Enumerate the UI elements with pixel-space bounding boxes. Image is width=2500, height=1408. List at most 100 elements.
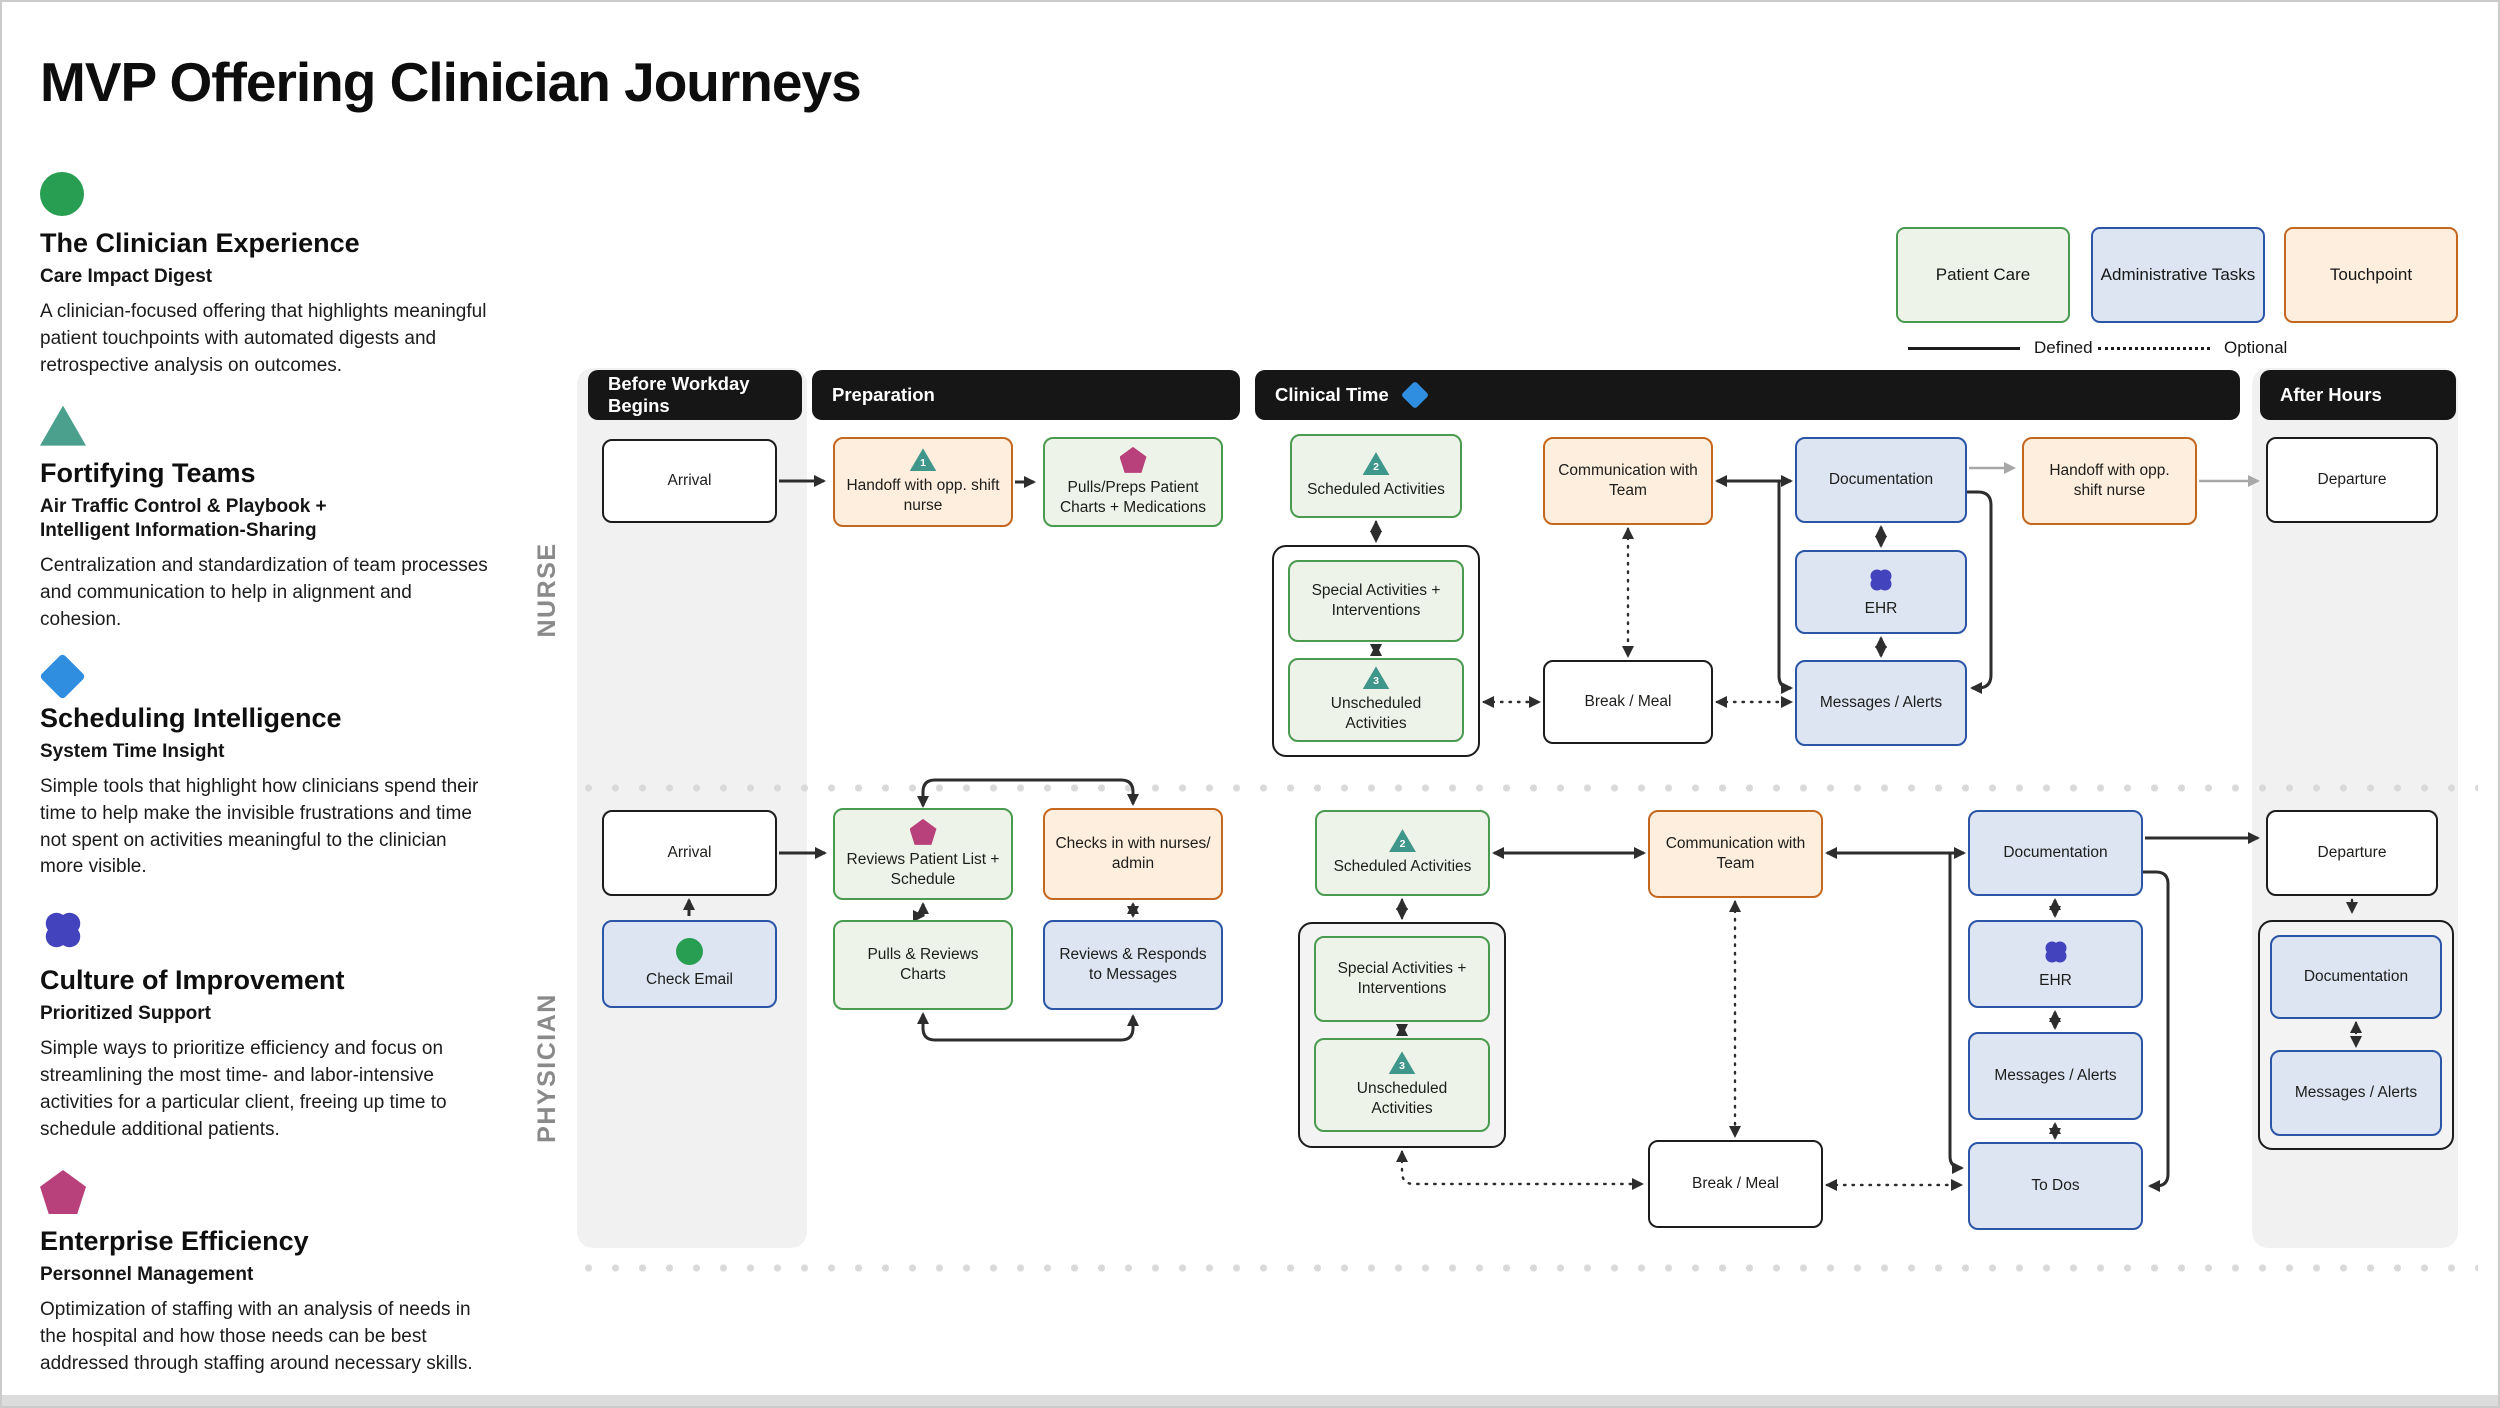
node-label: Pulls & Reviews Charts: [867, 946, 979, 983]
node-label: Reviews Patient List + Schedule: [846, 850, 1000, 888]
node-nurse-messages-alerts[interactable]: Messages / Alerts: [1795, 660, 1967, 746]
node-physician-reviews-list[interactable]: Reviews Patient List + Schedule: [833, 808, 1013, 900]
node-physician-check-email[interactable]: Check Email: [602, 920, 777, 1008]
node-label: Messages / Alerts: [1819, 694, 1943, 712]
bottom-scroll-strip[interactable]: [0, 1395, 2500, 1408]
icon-number: 1: [920, 457, 926, 469]
node-physician-break-meal[interactable]: Break / Meal: [1648, 1140, 1823, 1228]
connector-group-break: [1396, 1150, 1644, 1190]
node-physician-ah-documentation[interactable]: Documentation: [2270, 935, 2442, 1019]
node-label: Break / Meal: [1691, 1175, 1779, 1193]
legend-defined-label: Defined: [2034, 338, 2093, 357]
clover-icon: [1867, 566, 1895, 594]
node-nurse-break-meal[interactable]: Break / Meal: [1543, 660, 1713, 744]
page-title: MVP Offering Clinician Journeys: [40, 51, 862, 113]
phase-after-hours[interactable]: After Hours: [2260, 370, 2456, 420]
row-separator-dots: [575, 1263, 2478, 1273]
connector-doc-todos-right-loop: [2143, 870, 2170, 1192]
node-nurse-pulls-preps[interactable]: Pulls/Preps Patient Charts + Medications: [1043, 437, 1223, 527]
circle-icon: [676, 938, 703, 966]
offering-description: Centralization and standardization of te…: [40, 554, 488, 630]
offering-description: A clinician-focused offering that highli…: [40, 300, 487, 376]
node-physician-unscheduled-activities[interactable]: 3 Unscheduled Activities: [1314, 1038, 1490, 1132]
node-physician-messages-alerts[interactable]: Messages / Alerts: [1968, 1032, 2143, 1120]
node-physician-departure[interactable]: Departure: [2266, 810, 2438, 896]
phase-label: After Hours: [2280, 384, 2382, 405]
node-physician-ehr[interactable]: EHR: [1968, 920, 2143, 1008]
node-label: Special Activities + Interventions: [1311, 582, 1441, 619]
node-label: Arrival: [667, 844, 712, 862]
node-label: Documentation: [2003, 844, 2108, 862]
dotted-line-swatch: [2098, 346, 2210, 350]
icon-number: 3: [1399, 1060, 1405, 1072]
node-label: Break / Meal: [1584, 693, 1672, 711]
pentagon-icon: [1119, 446, 1147, 473]
node-nurse-handoff-after-hours[interactable]: Handoff with opp. shift nurse: [2022, 437, 2197, 525]
phase-label: Preparation: [832, 384, 935, 405]
offering-heading: Enterprise Efficiency: [40, 1226, 309, 1256]
node-physician-documentation[interactable]: Documentation: [1968, 810, 2143, 896]
node-nurse-arrival[interactable]: Arrival: [602, 439, 777, 523]
legend-administrative-tasks[interactable]: Administrative Tasks: [2091, 227, 2265, 323]
node-physician-arrival[interactable]: Arrival: [602, 810, 777, 896]
node-label: Departure: [2317, 844, 2387, 862]
node-label: Scheduled Activities: [1307, 481, 1445, 499]
phase-before-workday[interactable]: Before Workday Begins: [588, 370, 802, 420]
node-label: Communication with Team: [1558, 462, 1698, 499]
offering-culture-of-improvement: Culture of Improvement Prioritized Suppo…: [40, 907, 500, 1144]
triangle-icon: 2: [1362, 452, 1390, 476]
icon-number: 3: [1373, 675, 1379, 687]
row-separator-dots: [575, 783, 2478, 793]
node-nurse-handoff-prep[interactable]: 1 Handoff with opp. shift nurse: [833, 437, 1013, 527]
node-nurse-special-activities[interactable]: Special Activities + Interventions: [1288, 560, 1464, 642]
node-nurse-ehr[interactable]: EHR: [1795, 550, 1967, 634]
triangle-icon: 3: [1362, 666, 1390, 690]
node-label: Scheduled Activities: [1333, 858, 1472, 876]
node-label: To Dos: [2031, 1177, 2080, 1195]
node-physician-scheduled-activities[interactable]: 2 Scheduled Activities: [1315, 810, 1490, 896]
node-label: Handoff with opp. shift nurse: [846, 477, 1000, 514]
offering-subheading: Care Impact Digest: [40, 266, 213, 287]
legend-touchpoint[interactable]: Touchpoint: [2284, 227, 2458, 323]
solid-line-swatch: [1908, 346, 2020, 350]
legend-patient-care[interactable]: Patient Care: [1896, 227, 2070, 323]
triangle-icon: 1: [909, 448, 937, 472]
node-nurse-communication[interactable]: Communication with Team: [1543, 437, 1713, 525]
node-physician-special-activities[interactable]: Special Activities + Interventions: [1314, 936, 1490, 1022]
node-nurse-documentation[interactable]: Documentation: [1795, 437, 1967, 523]
node-physician-to-dos[interactable]: To Dos: [1968, 1142, 2143, 1230]
node-physician-responds-messages[interactable]: Reviews & Responds to Messages: [1043, 920, 1223, 1010]
legend-optional-label: Optional: [2224, 338, 2288, 357]
connector-pulls-responds-bottom: [917, 1012, 1139, 1042]
phase-clinical-time[interactable]: Clinical Time: [1255, 370, 2240, 420]
offering-scheduling-intelligence: Scheduling Intelligence System Time Insi…: [39, 653, 500, 882]
pentagon-icon: [909, 818, 937, 845]
offerings-sidebar: The Clinician Experience Care Impact Dig…: [39, 172, 500, 1404]
node-label: Documentation: [2303, 968, 2409, 986]
offering-description: Simple tools that highlight how clinicia…: [40, 775, 479, 878]
node-label: Departure: [2317, 471, 2387, 489]
offering-fortifying-teams: Fortifying Teams Air Traffic Control & P…: [40, 405, 500, 634]
phase-preparation[interactable]: Preparation: [812, 370, 1240, 420]
node-label: Documentation: [1828, 471, 1934, 489]
offering-enterprise-efficiency: Enterprise Efficiency Personnel Manageme…: [40, 1170, 500, 1378]
node-physician-pulls-charts[interactable]: Pulls & Reviews Charts: [833, 920, 1013, 1010]
phase-label: Clinical Time: [1275, 384, 1389, 405]
offering-description: Optimization of staffing with an analysi…: [40, 1298, 473, 1374]
node-nurse-departure[interactable]: Departure: [2266, 437, 2438, 523]
node-label: Unscheduled Activities: [1356, 1080, 1448, 1117]
clover-icon: [40, 907, 500, 953]
node-nurse-unscheduled-activities[interactable]: 3 Unscheduled Activities: [1288, 658, 1464, 742]
triangle-icon: 3: [1388, 1051, 1416, 1075]
node-label: EHR: [2039, 971, 2072, 989]
clover-icon: [2042, 938, 2070, 966]
node-physician-ah-messages[interactable]: Messages / Alerts: [2270, 1050, 2442, 1136]
node-nurse-scheduled-activities[interactable]: 2 Scheduled Activities: [1290, 434, 1462, 518]
connector-doc-todos-left-loop: [1948, 853, 1964, 1174]
node-physician-communication[interactable]: Communication with Team: [1648, 810, 1823, 898]
offering-heading: Culture of Improvement: [40, 965, 345, 996]
offering-subheading: Personnel Management: [40, 1264, 254, 1285]
node-label: Pulls/Preps Patient Charts + Medications: [1059, 478, 1207, 516]
node-label: Checks in with nurses/ admin: [1055, 835, 1211, 872]
node-physician-checks-in[interactable]: Checks in with nurses/ admin: [1043, 808, 1223, 900]
